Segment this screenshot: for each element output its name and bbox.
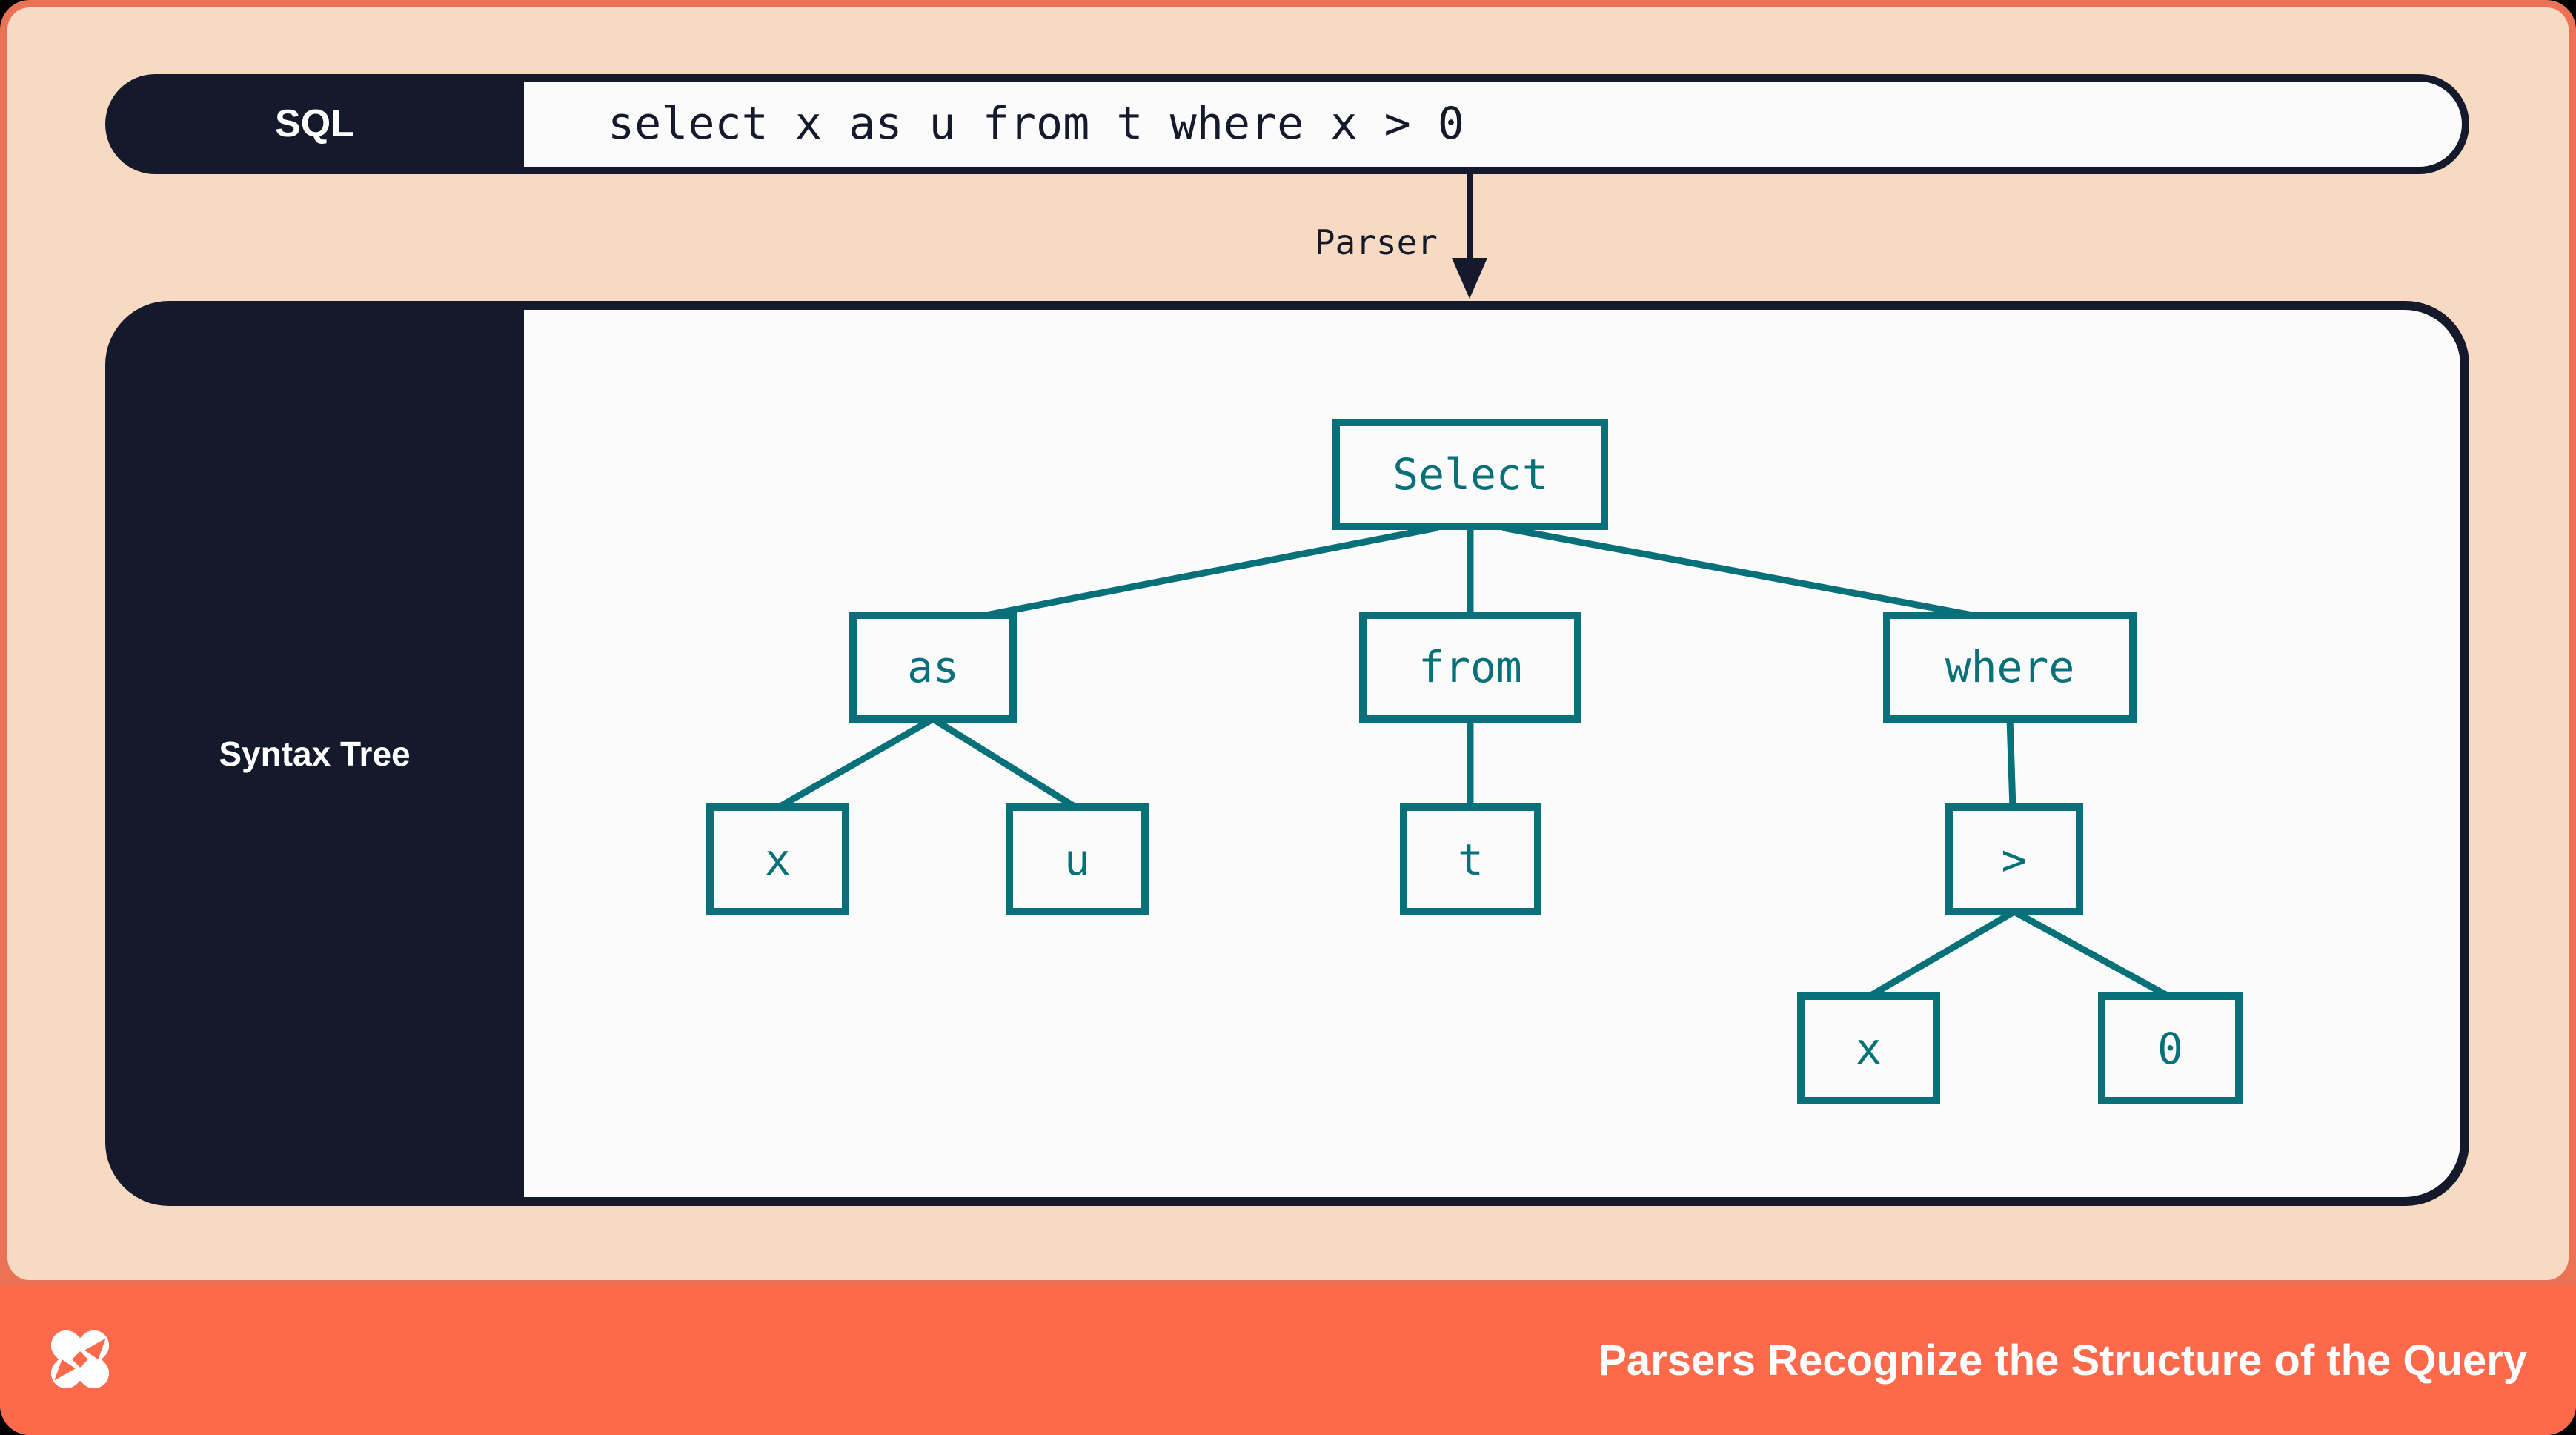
down-arrow-head-icon bbox=[1452, 258, 1487, 299]
syntax-tree-box: Syntax Tree bbox=[105, 301, 2469, 1206]
syntax-tree-label: Syntax Tree bbox=[219, 734, 411, 773]
down-arrow-icon bbox=[1467, 174, 1473, 262]
brand-logo-icon bbox=[50, 1330, 110, 1389]
sql-query-text: select x as u from t where x > 0 bbox=[608, 98, 1464, 150]
sql-bar-field: select x as u from t where x > 0 bbox=[524, 82, 2462, 167]
footer-caption: Parsers Recognize the Structure of the Q… bbox=[1598, 1336, 2527, 1385]
sql-bar-label: SQL bbox=[275, 102, 354, 145]
parser-label: Parser bbox=[1314, 222, 1438, 262]
sql-bar: SQL select x as u from t where x > 0 bbox=[105, 74, 2469, 174]
footer-band bbox=[0, 1286, 2576, 1435]
syntax-tree-surface bbox=[524, 310, 2460, 1197]
